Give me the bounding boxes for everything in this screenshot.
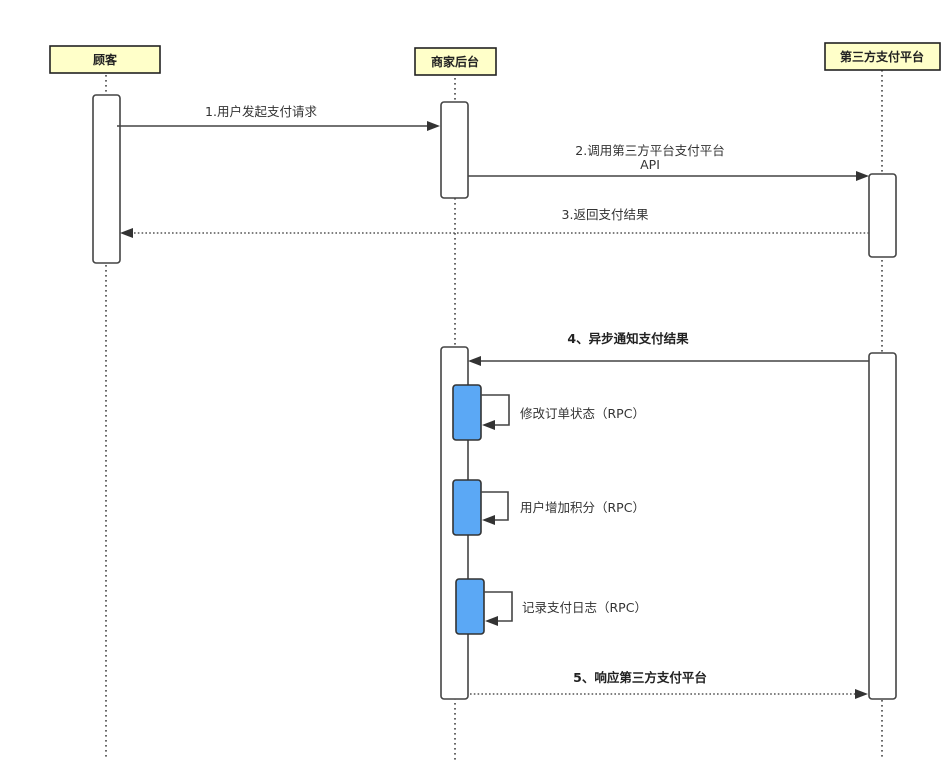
self-call-3-arrowhead: [485, 616, 498, 626]
participant-thirdparty[interactable]: 第三方支付平台: [824, 42, 941, 71]
self-call-3-line: [484, 591, 513, 622]
activation-thirdparty-2: [868, 352, 897, 700]
self-call-update-order[interactable]: 修改订单状态（RPC）: [452, 384, 645, 441]
message-4-arrowhead: [468, 356, 481, 366]
message-2[interactable]: 2.调用第三方平台支付平台 API: [468, 143, 869, 181]
message-1[interactable]: 1.用户发起支付请求: [117, 104, 440, 131]
self-call-log-payment[interactable]: 记录支付日志（RPC）: [455, 578, 647, 635]
message-3[interactable]: 3.返回支付结果: [120, 207, 869, 238]
participant-customer-label: 顾客: [93, 52, 118, 67]
participant-merchant[interactable]: 商家后台: [414, 47, 497, 76]
participant-customer[interactable]: 顾客: [49, 45, 161, 74]
message-2-label-line2: API: [640, 157, 660, 172]
participant-thirdparty-box: [824, 42, 941, 71]
activation-self-2: [452, 479, 482, 536]
self-call-2-label: 用户增加积分（RPC）: [520, 500, 645, 515]
participant-customer-box: [49, 45, 161, 74]
message-4-label: 4、异步通知支付结果: [567, 331, 689, 346]
activation-self-3: [455, 578, 485, 635]
message-2-label-line1: 2.调用第三方平台支付平台: [575, 143, 724, 158]
message-4[interactable]: 4、异步通知支付结果: [468, 331, 869, 366]
self-call-1-arrowhead: [482, 420, 495, 430]
self-call-2-arrowhead: [482, 515, 495, 525]
activation-thirdparty-1: [868, 173, 897, 258]
activation-self-1: [452, 384, 482, 441]
message-3-arrowhead: [120, 228, 133, 238]
participant-merchant-label: 商家后台: [431, 54, 479, 69]
message-5[interactable]: 5、响应第三方支付平台: [470, 670, 868, 699]
message-5-arrowhead: [855, 689, 868, 699]
participant-merchant-box: [414, 47, 497, 76]
participant-thirdparty-label: 第三方支付平台: [840, 49, 924, 64]
activation-customer: [92, 94, 121, 264]
activation-merchant-1: [440, 101, 469, 199]
message-2-arrowhead: [856, 171, 869, 181]
self-call-3-label: 记录支付日志（RPC）: [522, 600, 647, 615]
self-call-2-line: [481, 491, 509, 521]
message-1-arrowhead: [427, 121, 440, 131]
self-call-1-line: [481, 394, 510, 426]
self-call-1-label: 修改订单状态（RPC）: [520, 406, 645, 421]
message-1-label: 1.用户发起支付请求: [205, 104, 317, 119]
message-3-label: 3.返回支付结果: [562, 207, 649, 222]
message-5-label: 5、响应第三方支付平台: [573, 670, 707, 685]
self-call-add-points[interactable]: 用户增加积分（RPC）: [452, 479, 645, 536]
